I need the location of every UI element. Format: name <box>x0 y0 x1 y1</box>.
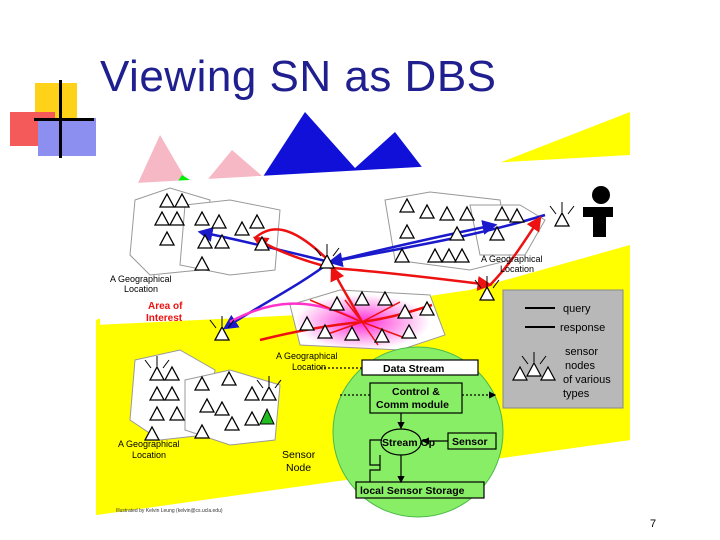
sensor-triangle <box>168 405 186 421</box>
sensor-triangle <box>438 205 456 221</box>
location-label-4-line2: Location <box>132 450 166 460</box>
storage-label: local Sensor Storage <box>360 485 465 497</box>
sensor-triangle <box>376 290 394 306</box>
legend-box <box>502 289 624 409</box>
legend-node-icons <box>511 361 557 381</box>
sensor-triangle <box>213 400 231 416</box>
sensor-triangle <box>193 210 211 226</box>
sensor-antennas <box>144 202 575 389</box>
sensor-triangle <box>453 247 471 263</box>
sensor-triangle <box>148 365 166 381</box>
sensor-label: Sensor <box>452 436 488 448</box>
legend-nodes-line4: types <box>563 388 590 400</box>
location-label-4-line1: A Geographical <box>118 439 180 449</box>
sensor-triangle <box>393 247 411 263</box>
sensor-triangle <box>210 213 228 229</box>
legend-query-label: query <box>563 303 591 315</box>
legend-antenna <box>521 352 547 365</box>
sensor-triangle <box>418 300 436 316</box>
sensor-triangle <box>158 192 176 208</box>
sensor-triangle <box>153 210 171 226</box>
sensor-triangle <box>233 220 251 236</box>
area-of-interest-line2: Interest <box>146 313 183 324</box>
sensor-triangle <box>168 210 186 226</box>
storage-box <box>355 481 485 499</box>
sensor-triangle <box>440 247 458 263</box>
sensor-triangle <box>213 233 231 249</box>
sensor-nodes <box>143 192 571 441</box>
legend-response-label: response <box>560 322 605 334</box>
control-label-line2: Comm module <box>376 399 449 411</box>
control-comm-box <box>369 382 463 414</box>
sensor-triangle <box>353 290 371 306</box>
sensor-triangle <box>193 423 211 439</box>
sensor-triangle <box>243 385 261 401</box>
stream-op-label: Stream Op <box>382 437 435 449</box>
sensor-triangle <box>148 385 166 401</box>
sensor-triangle <box>260 385 278 401</box>
legend-nodes-line3: of various <box>563 374 611 386</box>
sensor-triangle <box>493 205 511 221</box>
sensor-triangle <box>196 233 214 249</box>
sensor-triangle <box>553 211 571 227</box>
sensor-triangle <box>448 225 466 241</box>
sensor-triangle <box>373 327 391 343</box>
sensor-triangle <box>298 315 316 331</box>
illustration-credit: Illustrated by Kelvin Leung (kelvin@cs.u… <box>116 508 223 514</box>
sensor-triangle <box>458 205 476 221</box>
cluster-top-right <box>384 191 546 271</box>
hub-mesh <box>309 299 406 346</box>
location-label-3-line2: Location <box>292 362 326 372</box>
sensor-triangle <box>398 223 416 239</box>
highlighted-sensor-node <box>259 407 275 425</box>
sensor-triangle <box>396 303 414 319</box>
sensor-triangle <box>426 247 444 263</box>
sensor-triangle <box>328 295 346 311</box>
sensor-triangle <box>173 192 191 208</box>
page-number: 7 <box>650 518 657 530</box>
control-label-line1: Control & <box>392 386 440 398</box>
slide-title: Viewing SN as DBS <box>100 52 497 101</box>
sensor-node-label-line2: Node <box>286 462 311 474</box>
sensor-triangle <box>193 375 211 391</box>
area-of-interest-line1: Area of <box>148 301 183 312</box>
data-stream-label: Data Stream <box>383 363 444 375</box>
location-label-2-line2: Location <box>500 264 534 274</box>
sensor-triangle <box>316 323 334 339</box>
legend-nodes-line2: nodes <box>565 360 595 372</box>
sensor-node-label-line1: Sensor <box>282 449 316 461</box>
sensor-triangle <box>148 405 166 421</box>
sensor-triangle <box>398 197 416 213</box>
sensor-triangle <box>163 385 181 401</box>
location-label-2-line1: A Geographical <box>481 254 543 264</box>
sensor-triangle <box>343 325 361 341</box>
sensor-triangle <box>223 415 241 431</box>
sensor-triangle <box>220 370 238 386</box>
location-label-3-line1: A Geographical <box>276 351 338 361</box>
sensor-triangle <box>243 410 261 426</box>
sensor-triangle <box>193 255 211 271</box>
sensor-triangle <box>318 253 336 269</box>
logo-horizontal-line <box>34 118 94 121</box>
node-flow-arrows <box>320 367 497 484</box>
sensor-triangle <box>143 425 161 441</box>
sensor-triangle <box>508 207 526 223</box>
sensor-triangle <box>253 235 271 251</box>
sensor-triangle <box>418 203 436 219</box>
logo-blue-square <box>38 118 96 156</box>
sensor-triangle <box>400 323 418 339</box>
sensor-triangle <box>488 225 506 241</box>
location-label-1-line2: Location <box>124 284 158 294</box>
location-label-1-line1: A Geographical <box>110 274 172 284</box>
sensor-triangle <box>158 230 176 246</box>
sensor-triangle <box>163 365 181 381</box>
sensor-triangle <box>248 213 266 229</box>
legend-nodes-line1: sensor <box>565 346 598 358</box>
sensor-triangle <box>198 397 216 413</box>
sensor-triangle <box>478 285 496 301</box>
sensor-triangle <box>213 325 231 341</box>
user-icon <box>583 186 613 237</box>
